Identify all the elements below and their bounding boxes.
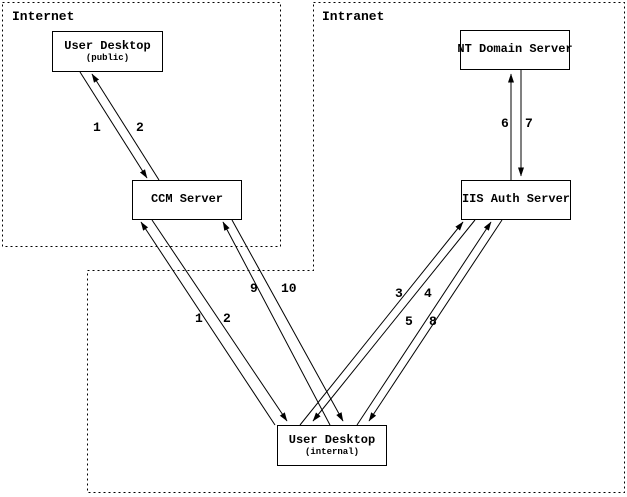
edge-label-9: 9 — [250, 281, 258, 296]
node-title: User Desktop — [64, 38, 151, 53]
node-nt-domain-server: NT Domain Server — [457, 30, 573, 70]
node-ccm-server: CCM Server — [132, 180, 242, 220]
edge-label-8: 8 — [429, 314, 437, 329]
node-title: User Desktop — [288, 432, 376, 447]
edge-line-8 — [368, 219, 503, 422]
edge-line-2-internal — [151, 219, 288, 422]
edge-label-5: 5 — [405, 314, 413, 329]
node-title: IIS Auth Server — [461, 192, 571, 207]
edge-label-1-internal: 1 — [195, 311, 203, 326]
edge-label-10: 10 — [281, 281, 297, 296]
node-user-desktop-internal: User Desktop (internal) — [277, 425, 387, 466]
edge-label-4: 4 — [424, 286, 432, 301]
edge-label-2-public: 2 — [136, 120, 144, 135]
edge-line-2-public — [91, 73, 160, 181]
node-subtitle: (internal) — [304, 446, 359, 457]
edge-label-3: 3 — [395, 286, 403, 301]
node-user-desktop-public: User Desktop (public) — [52, 31, 163, 72]
edge-line-1-internal — [140, 221, 276, 426]
internet-region-border — [2, 2, 281, 247]
edge-label-6: 6 — [501, 116, 509, 131]
edge-label-1-public: 1 — [93, 120, 101, 135]
node-title: NT Domain Server — [457, 42, 573, 57]
edge-label-7: 7 — [525, 116, 533, 131]
edge-line-1-public — [79, 71, 148, 179]
intranet-region-border — [87, 2, 625, 493]
edge-line-9 — [222, 221, 331, 426]
edge-label-2-internal: 2 — [223, 311, 231, 326]
node-iis-auth-server: IIS Auth Server — [461, 180, 571, 220]
node-subtitle: (public) — [85, 52, 130, 63]
edge-line-5 — [356, 221, 492, 426]
edge-line-10 — [231, 219, 344, 422]
edge-line-4 — [312, 219, 476, 422]
node-title: CCM Server — [150, 192, 223, 207]
internet-region-label: Internet — [12, 9, 75, 24]
intranet-region-label: Intranet — [322, 9, 385, 24]
edge-line-3 — [299, 221, 464, 426]
